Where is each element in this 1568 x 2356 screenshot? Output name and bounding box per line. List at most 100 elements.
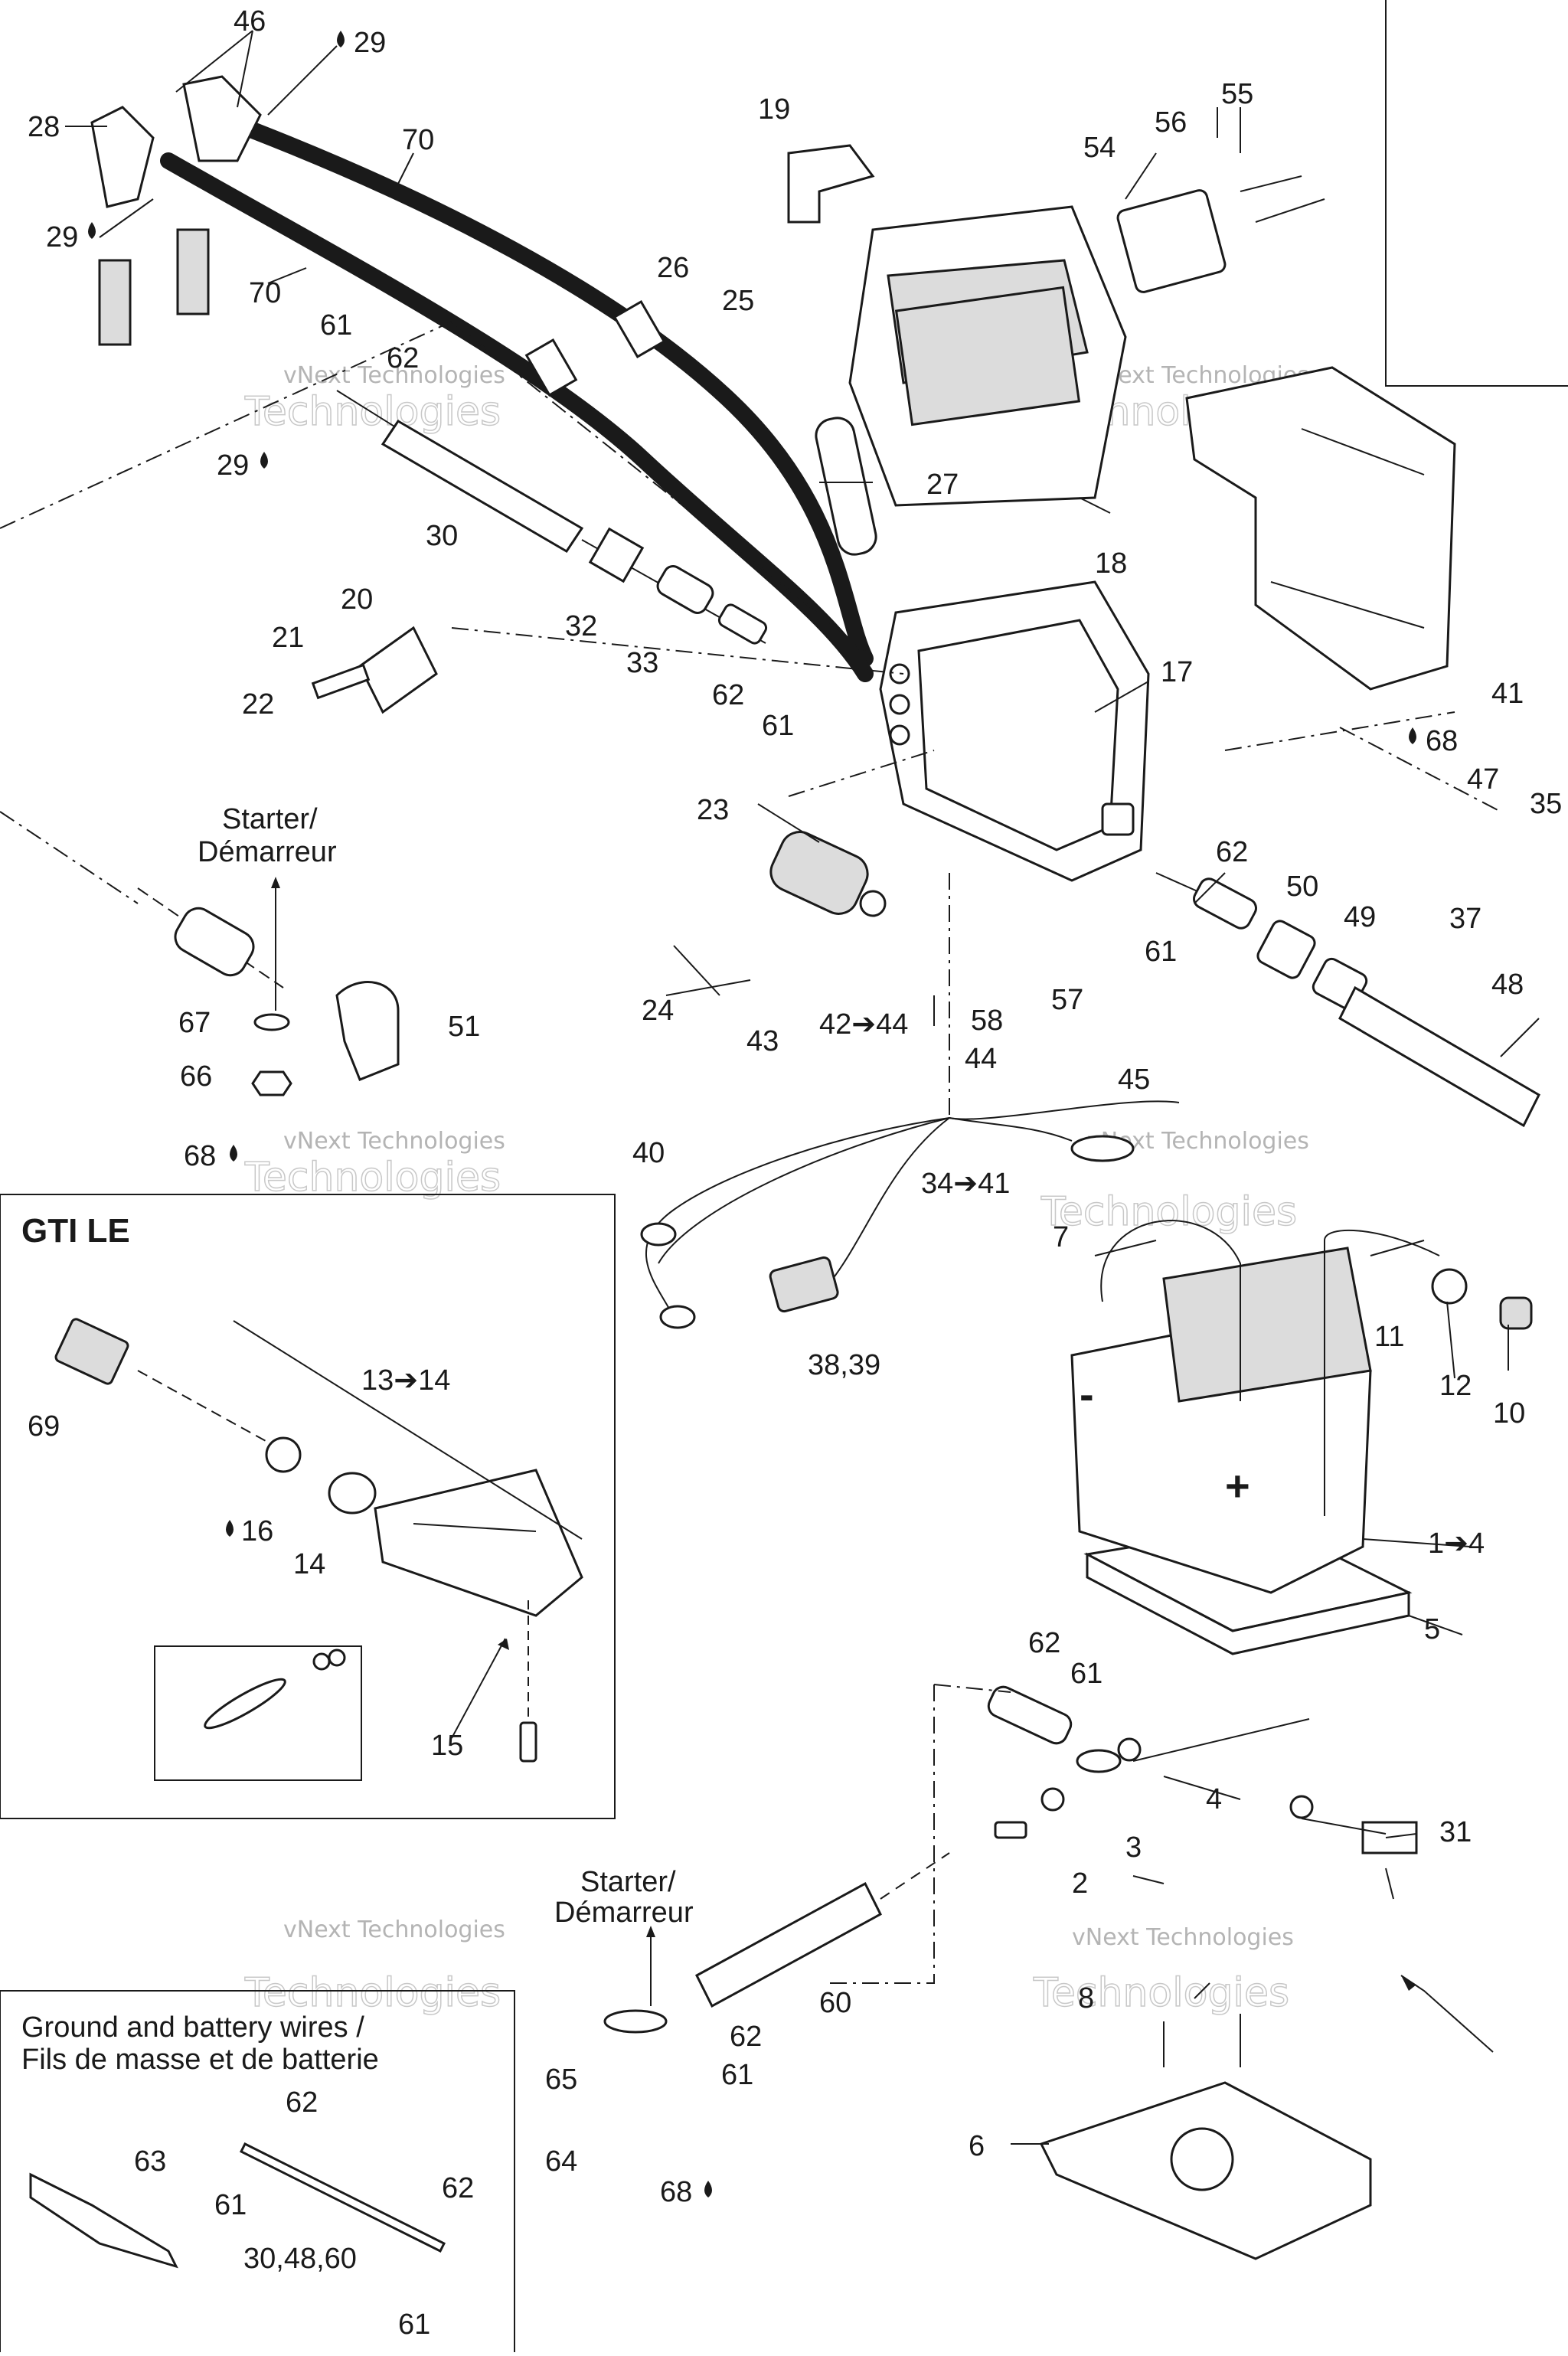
callout-37: 37 — [1449, 903, 1481, 935]
callout-45: 45 — [1118, 1064, 1150, 1096]
assembly-lines — [0, 321, 1501, 1984]
callout-41: 41 — [1491, 678, 1524, 710]
callout-12: 12 — [1439, 1370, 1472, 1402]
callout-62: 62 — [712, 679, 744, 711]
callout-51: 51 — [448, 1011, 480, 1043]
ring-terminal-40 — [640, 1222, 677, 1247]
callout-55: 55 — [1221, 78, 1253, 110]
battery-holder-6 — [1039, 2014, 1372, 2260]
callout-32: 32 — [565, 610, 597, 642]
drop-icon — [230, 1145, 237, 1162]
callout-8: 8 — [1078, 1982, 1094, 2015]
ring-terminal — [659, 1305, 696, 1329]
callout-30-48-60: 30,48,60 — [243, 2243, 357, 2275]
callout-29: 29 — [217, 449, 249, 482]
callout-64: 64 — [545, 2145, 577, 2178]
watermark-text: vNext Technologies — [283, 1916, 505, 1943]
watermark-text: vNext Technologies — [1072, 1924, 1294, 1951]
starter-terminal-parts — [137, 887, 400, 1096]
callout-68: 68 — [660, 2176, 692, 2208]
callout-29: 29 — [46, 221, 78, 253]
battery-negative-mark: - — [1080, 1370, 1094, 1418]
callouts: 46 29 28 70 29 70 19 55 56 54 26 25 61 6… — [28, 5, 1562, 2341]
drop-icon — [1409, 727, 1416, 744]
callout-67: 67 — [178, 1007, 211, 1039]
callout-5: 5 — [1424, 1613, 1440, 1645]
drop-icon — [260, 452, 268, 469]
callout-43: 43 — [746, 1025, 779, 1057]
callout-40: 40 — [632, 1137, 665, 1169]
callout-48: 48 — [1491, 969, 1524, 1001]
spark-plug-right — [176, 228, 210, 315]
callout-61: 61 — [1070, 1658, 1102, 1690]
ground-wires-inset-box — [0, 1990, 515, 2356]
callout-63: 63 — [134, 2145, 166, 2178]
callout-47: 47 — [1467, 763, 1499, 796]
watermark-group: vNext Technologies Technologies vNext Te… — [243, 362, 1309, 2017]
callout-70: 70 — [249, 277, 281, 309]
ground-wires-heading: Ground and battery wires / — [21, 2011, 364, 2044]
battery-wire — [239, 2142, 446, 2253]
loctite-drop-icons — [88, 31, 1416, 2198]
electrical-box-cover-18 — [848, 205, 1127, 507]
cable-nut-25 — [524, 338, 578, 397]
callout-4: 4 — [1206, 1783, 1222, 1815]
ignition-cables — [90, 75, 874, 682]
callout-62: 62 — [442, 2172, 474, 2204]
callout-28: 28 — [28, 111, 60, 143]
spark-plug-cap-28 — [90, 106, 155, 208]
callout-6: 6 — [969, 2130, 985, 2162]
callout-21: 21 — [272, 622, 304, 654]
callout-61: 61 — [762, 710, 794, 742]
callout-18: 18 — [1095, 547, 1127, 580]
spark-plug-cap-46 — [182, 75, 262, 162]
watermark-text: Technologies — [244, 1155, 501, 1201]
callout-20: 20 — [341, 583, 373, 616]
watermark-text: Technologies — [1033, 1970, 1289, 2016]
callout-30: 30 — [426, 520, 458, 552]
callout-10: 10 — [1493, 1397, 1525, 1430]
callout-46: 46 — [234, 5, 266, 38]
callout-61: 61 — [320, 309, 352, 341]
electrical-box-17 — [879, 580, 1150, 882]
callout-61: 61 — [214, 2189, 247, 2221]
drop-icon — [88, 222, 96, 239]
callout-66: 66 — [180, 1060, 212, 1093]
drop-icon — [337, 31, 345, 47]
cable-30 — [336, 390, 768, 645]
fuse-12 — [1431, 1268, 1468, 1305]
module-54 — [1116, 175, 1325, 293]
callout-7: 7 — [1053, 1221, 1069, 1253]
callout-25: 25 — [722, 285, 754, 317]
callout-23: 23 — [697, 794, 729, 826]
callout-13-14: 13➔14 — [361, 1364, 450, 1397]
demarreur-label-bottom: Démarreur — [554, 1897, 694, 1929]
watermark-text: vNext Technologies — [283, 1128, 505, 1155]
callout-62: 62 — [286, 2086, 318, 2119]
callout-70: 70 — [402, 124, 434, 156]
callout-54: 54 — [1083, 132, 1116, 164]
crimp-tool-63 — [29, 2172, 178, 2269]
callout-31: 31 — [1439, 1816, 1472, 1848]
fuse-cap-10 — [1499, 1296, 1533, 1330]
spark-plug-left — [98, 259, 132, 346]
connector-38-39 — [769, 1256, 839, 1313]
callout-34-41: 34➔41 — [921, 1168, 1010, 1200]
callout-61: 61 — [398, 2309, 430, 2341]
relay-20 — [311, 626, 438, 714]
callout-44: 44 — [965, 1043, 997, 1075]
starter-solenoid-23 — [769, 831, 887, 917]
ground-wire-tool-parts — [29, 2142, 446, 2269]
mounting-bracket — [1185, 366, 1456, 691]
callout-22: 22 — [242, 688, 274, 721]
callout-29: 29 — [354, 27, 386, 59]
battery-assembly: - + — [1070, 1220, 1440, 1655]
demarreur-label-top: Démarreur — [198, 836, 337, 868]
watermark-text: Technologies — [1040, 1189, 1297, 1235]
watermark-text: vNext Technologies — [283, 362, 505, 389]
callout-24: 24 — [642, 995, 674, 1027]
callout-58: 58 — [971, 1005, 1003, 1037]
fuse-holder — [1431, 1268, 1533, 1330]
callout-2: 2 — [1072, 1867, 1088, 1900]
callout-62: 62 — [387, 342, 419, 374]
